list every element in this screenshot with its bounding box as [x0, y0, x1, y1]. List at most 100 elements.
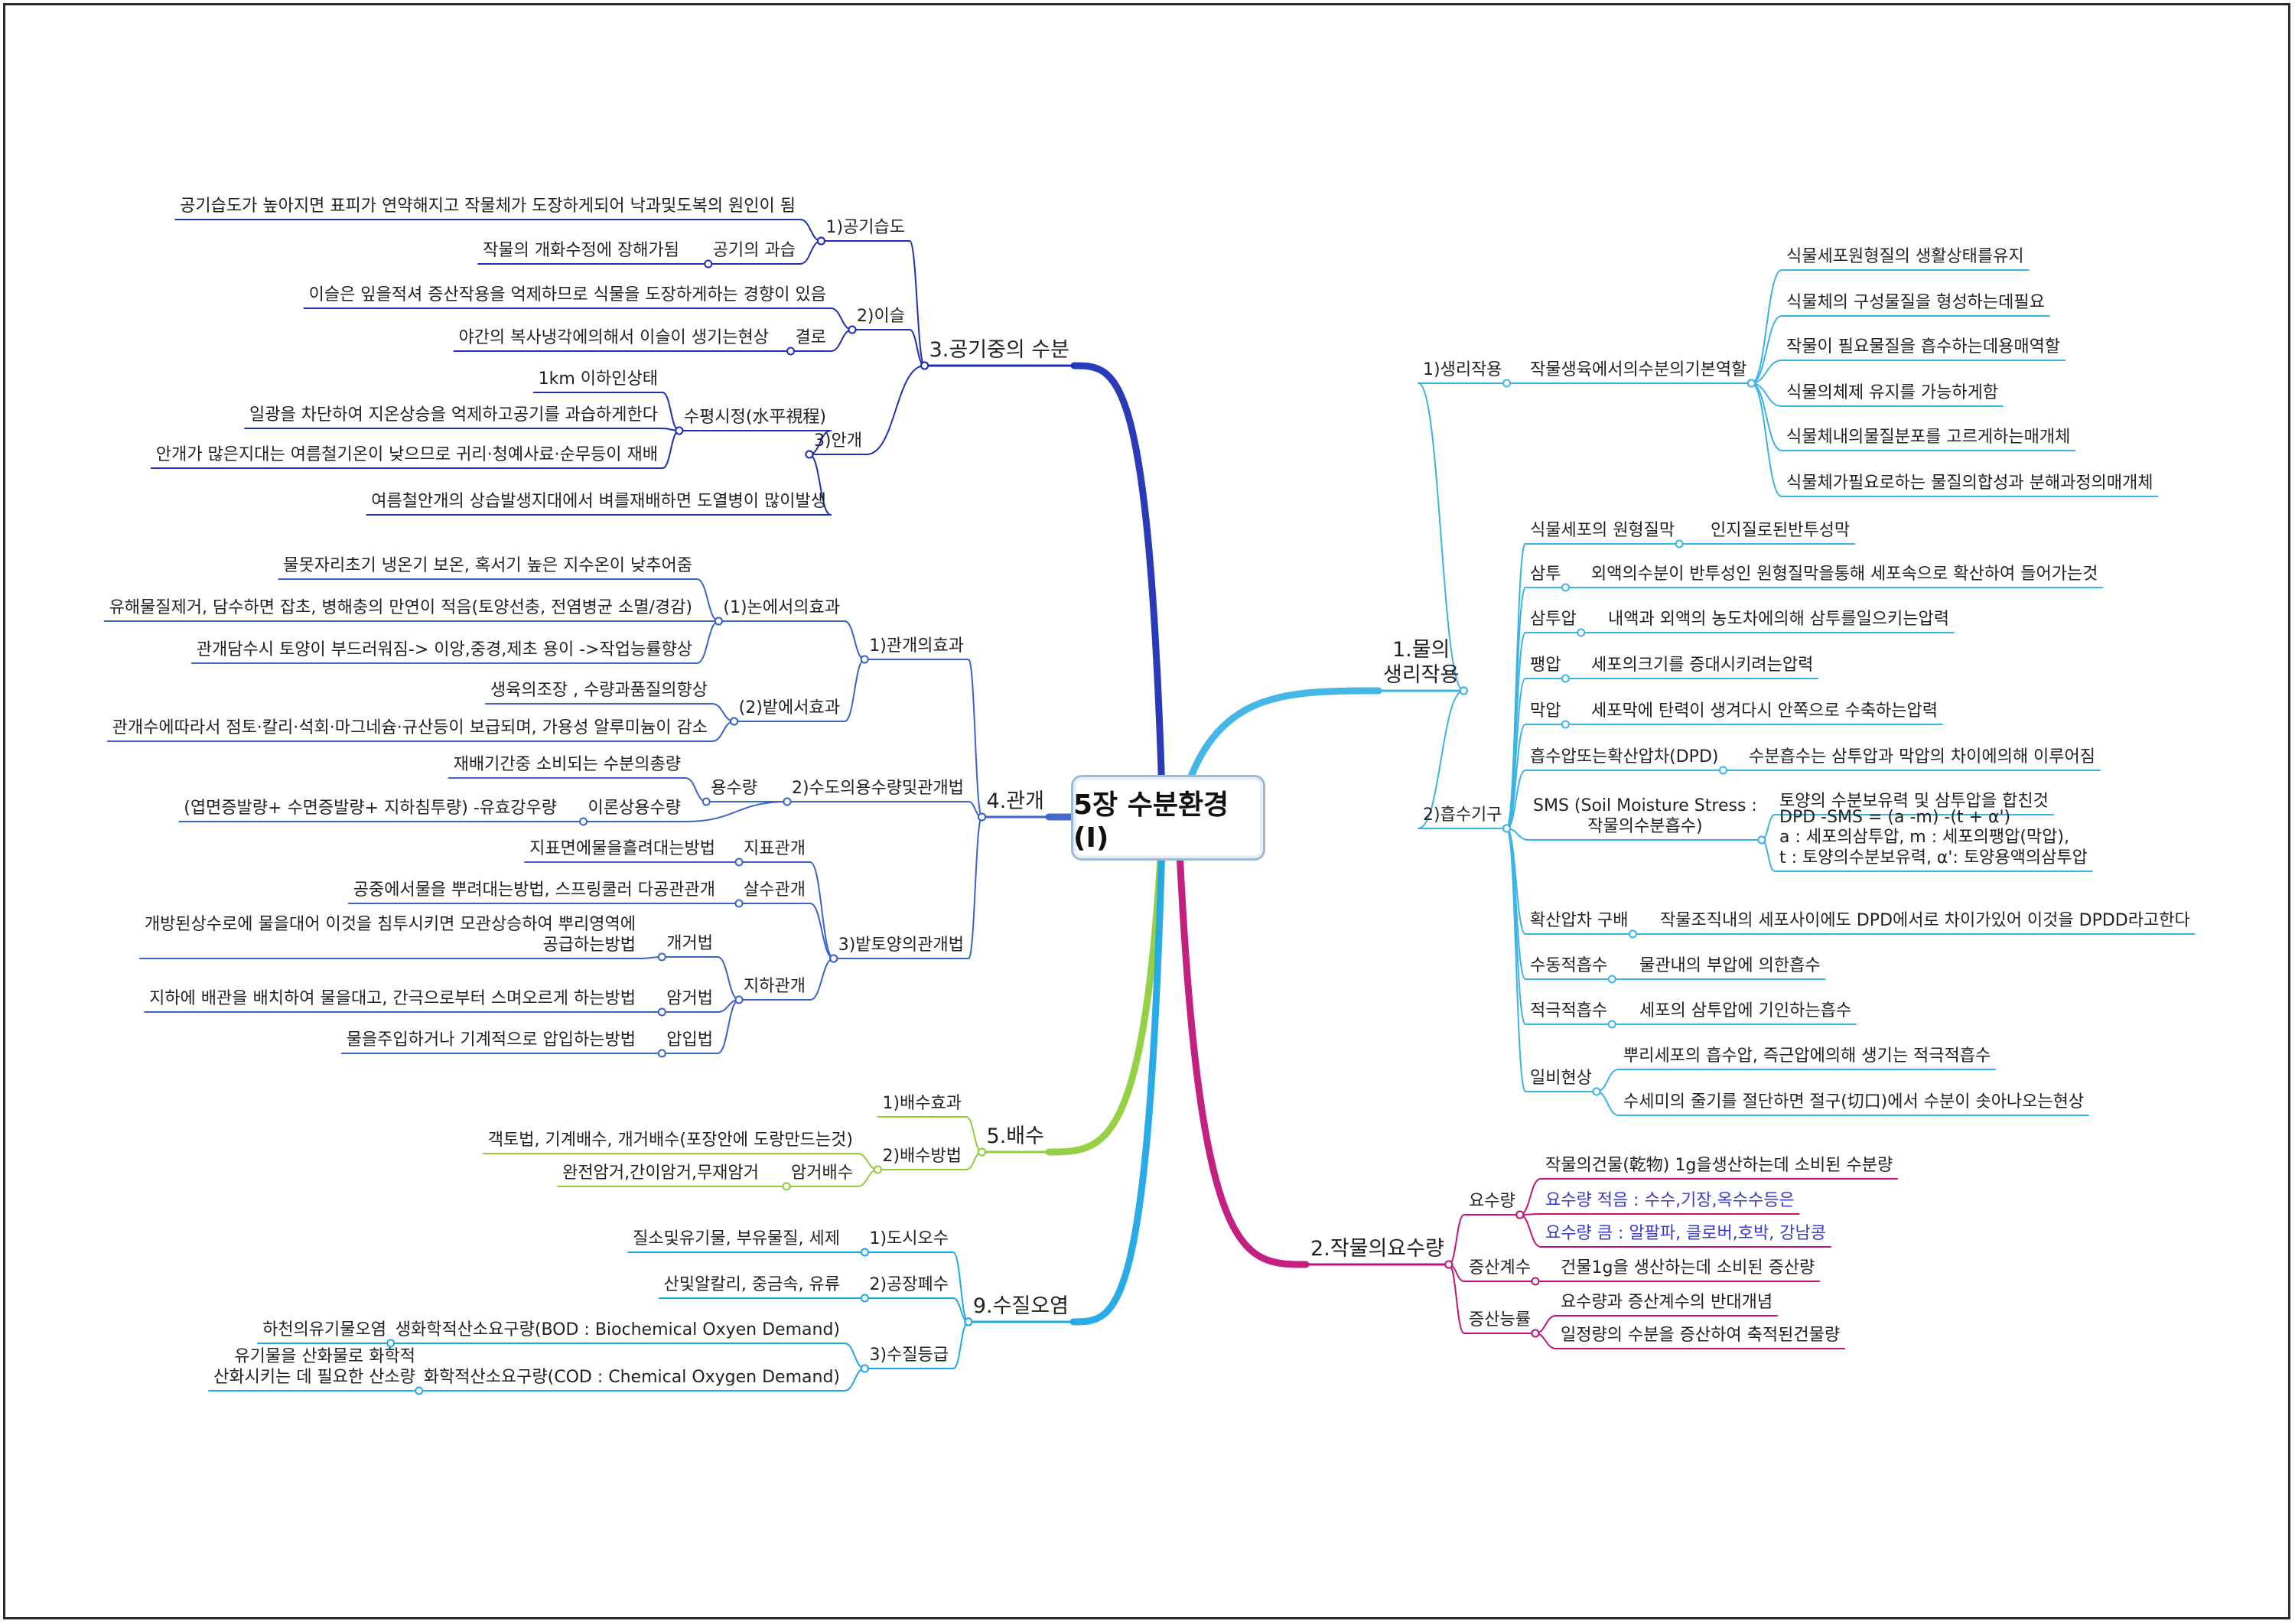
- topic-s4a-1b[interactable]: 유해물질제거, 담수하면 잡초, 병해충의 만연이 적음(토양선충, 전염병균 …: [109, 597, 692, 617]
- topic-s9c-1a[interactable]: 하천의유기물오염: [262, 1320, 386, 1339]
- topic-s1b-2a[interactable]: 외액의수분이 반투성인 원형질막을통해 세포속으로 확산하여 들어가는것: [1591, 564, 2098, 584]
- topic-s1b-10[interactable]: 적극적흡수: [1530, 1001, 1608, 1020]
- topic-s9c[interactable]: 3)수질등급: [869, 1345, 949, 1365]
- topic-s1b[interactable]: 2)흡수기구: [1423, 805, 1502, 825]
- topic-s1b-5[interactable]: 막압: [1530, 701, 1561, 721]
- topic-s1a-1f[interactable]: 식물체가필요로하는 물질의합성과 분해과정의매개체: [1786, 473, 2153, 493]
- topic-s4c-3a1[interactable]: 개방된상수로에 물을대어 이것을 침투시키면 모관상승하여 뿌리영역에 공급하는…: [144, 915, 636, 955]
- topic-s1a-1a[interactable]: 식물세포원형질의 생활상태를유지: [1786, 246, 2024, 266]
- topic-s9a[interactable]: 1)도시오수: [869, 1229, 949, 1248]
- topic-s4c-1[interactable]: 지표관개: [744, 838, 806, 858]
- topic-s1b-3[interactable]: 삼투압: [1530, 609, 1577, 629]
- topic-s1b-4[interactable]: 팽압: [1530, 655, 1561, 675]
- topic-s4c-3b1[interactable]: 지하에 배관을 배치하여 물을대고, 간극으로부터 스며오르게 하는방법: [149, 988, 636, 1008]
- topic-s1b-2[interactable]: 삼투: [1530, 564, 1561, 584]
- topic-s1a[interactable]: 1)생리작용: [1423, 360, 1502, 379]
- topic-s1b-4a[interactable]: 세포의크기를 증대시키려는압력: [1591, 655, 1814, 675]
- topic-s1b-5a[interactable]: 세포막에 탄력이 생겨다시 안쪽으로 수축하는압력: [1591, 701, 1939, 721]
- topic-s2c-1[interactable]: 요수량과 증산계수의 반대개념: [1561, 1292, 1773, 1312]
- topic-s1b-6[interactable]: 흡수압또는확산압차(DPD): [1530, 747, 1719, 766]
- topic-s3a[interactable]: 1)공기습도: [825, 217, 905, 237]
- topic-s3b-2a[interactable]: 야간의 복사냉각에의해서 이슬이 생기는현상: [458, 327, 769, 347]
- central-topic[interactable]: 5장 수분환경(I): [1071, 775, 1265, 861]
- topic-s4b[interactable]: 2)수도의용수량및관개법: [792, 778, 964, 798]
- topic-s1b-8a[interactable]: 작물조직내의 세포사이에도 DPD에서로 차이가있어 이것을 DPDD라고한다: [1660, 910, 2190, 930]
- topic-s1b-10a[interactable]: 세포의 삼투압에 기인하는흡수: [1639, 1001, 1852, 1020]
- topic-s2a-2[interactable]: 요수량 적음 : 수수,기장,옥수수등은: [1545, 1190, 1795, 1210]
- topic-s1a-1c[interactable]: 작물이 필요물질을 흡수하는데용매역할: [1786, 337, 2061, 356]
- topic-s1a-1d[interactable]: 식물의체제 유지를 가능하게함: [1786, 382, 1999, 402]
- topic-s5b-2a[interactable]: 완전암거,간이암거,무재암거: [562, 1163, 759, 1183]
- topic-s4c-2a[interactable]: 공중에서물을 뿌려대는방법, 스프링쿨러 다공관관개: [353, 880, 715, 900]
- topic-s3b-1[interactable]: 이슬은 잎을적셔 증산작용을 억제하므로 식물을 도장하게하는 경향이 있음: [308, 285, 826, 304]
- topic-s5b-2[interactable]: 암거배수: [791, 1163, 853, 1183]
- topic-s4a-1[interactable]: (1)논에서의효과: [723, 597, 840, 617]
- topic-s3c-1a[interactable]: 1km 이하인상태: [538, 369, 658, 389]
- topic-s3b[interactable]: 2)이슬: [856, 306, 905, 326]
- topic-s2b[interactable]: 증산계수: [1469, 1258, 1531, 1277]
- topic-s1b-11[interactable]: 일비현상: [1530, 1068, 1592, 1088]
- topic-s3c[interactable]: 3)안개: [813, 431, 862, 451]
- topic-s3a-2[interactable]: 공기의 과습: [712, 240, 796, 260]
- topic-s3c-2[interactable]: 일광을 차단하여 지온상승을 억제하고공기를 과습하게한다: [249, 405, 658, 425]
- topic-s1b-7b[interactable]: DPD -SMS = (a -m) -(t + α') a : 세포의삼투압, …: [1779, 807, 2088, 867]
- topic-s4c-3c[interactable]: 압입법: [666, 1030, 713, 1050]
- topic-s1b-9[interactable]: 수동적흡수: [1530, 955, 1608, 975]
- topic-s1b-11b[interactable]: 수세미의 줄기를 절단하면 절구(切口)에서 수분이 솟아나오는현상: [1623, 1092, 2085, 1111]
- topic-s4c-3c1[interactable]: 물을주입하거나 기계적으로 압입하는방법: [346, 1030, 636, 1050]
- topic-s1b-8[interactable]: 확산압차 구배: [1530, 910, 1629, 930]
- topic-s3a-1[interactable]: 공기습도가 높아지면 표피가 연약해지고 작물체가 도장하게되어 낙과및도복의 …: [180, 196, 796, 216]
- topic-s3c-4[interactable]: 여름철안개의 상습발생지대에서 벼를재배하면 도열병이 많이발생: [371, 491, 826, 511]
- topic-s2a-3[interactable]: 요수량 큼 : 알팔파, 클로버,호박, 강남콩: [1545, 1223, 1826, 1243]
- topic-s3[interactable]: 3.공기중의 수분: [929, 337, 1069, 362]
- topic-s9b[interactable]: 2)공장폐수: [869, 1274, 949, 1294]
- topic-s4a-1a[interactable]: 물못자리초기 냉온기 보온, 혹서기 높은 지수온이 낮추어줌: [283, 555, 692, 575]
- topic-s1a-1b[interactable]: 식물체의 구성물질을 형성하는데필요: [1786, 292, 2045, 312]
- topic-s4b-2[interactable]: 이론상용수량: [588, 798, 681, 818]
- topic-s9[interactable]: 9.수질오염: [972, 1294, 1069, 1318]
- topic-s3c-3[interactable]: 안개가 많은지대는 여름철기온이 낮으므로 귀리·청예사료·순무등이 재배: [155, 444, 658, 464]
- topic-s2a-1[interactable]: 작물의건물(乾物) 1g을생산하는데 소비된 수분량: [1545, 1155, 1893, 1175]
- topic-s9b-1[interactable]: 산및알칼리, 중금속, 유류: [663, 1274, 840, 1294]
- topic-s4c[interactable]: 3)밭토양의관개법: [838, 935, 964, 955]
- topic-s9c-1[interactable]: 생화학적산소요구량(BOD : Biochemical Oxyen Demand…: [395, 1320, 840, 1339]
- topic-s5b[interactable]: 2)배수방법: [882, 1146, 962, 1166]
- topic-s4a-2[interactable]: (2)밭에서효과: [738, 698, 840, 718]
- topic-s3c-1[interactable]: 수평시정(水平視程): [683, 407, 826, 427]
- topic-s3a-2a[interactable]: 작물의 개화수정에 장해가됨: [483, 240, 679, 260]
- topic-s2c-2[interactable]: 일정량의 수분을 증산하여 축적된건물량: [1561, 1325, 1841, 1345]
- topic-s4c-3[interactable]: 지하관개: [744, 976, 806, 996]
- topic-s4[interactable]: 4.관개: [986, 789, 1044, 813]
- topic-s2[interactable]: 2.작물의요수량: [1310, 1236, 1444, 1261]
- topic-s4b-1[interactable]: 용수량: [711, 778, 757, 798]
- topic-s5[interactable]: 5.배수: [986, 1124, 1044, 1148]
- topic-s1[interactable]: 1.물의 생리작용: [1383, 638, 1460, 687]
- topic-s1b-3a[interactable]: 내액과 외액의 농도차에의해 삼투를일으키는압력: [1608, 609, 1950, 629]
- topic-s1b-7[interactable]: SMS (Soil Moisture Stress : 작물의수분흡수): [1533, 796, 1757, 836]
- topic-s1b-1[interactable]: 식물세포의 원형질막: [1530, 520, 1675, 540]
- topic-s1b-1a[interactable]: 인지질로된반투성막: [1711, 520, 1851, 540]
- topic-s1a-1e[interactable]: 식물체내의물질분포를 고르게하는매개체: [1786, 427, 2071, 447]
- topic-s9c-2a[interactable]: 유기물을 산화물로 화학적 산화시키는 데 필요한 산소량: [213, 1347, 415, 1387]
- topic-s5a[interactable]: 1)배수효과: [882, 1093, 962, 1113]
- topic-s5b-1[interactable]: 객토법, 기계배수, 개거배수(포장안에 도랑만드는것): [487, 1130, 853, 1150]
- topic-s4a-2a[interactable]: 생육의조장 , 수량과품질의향상: [490, 680, 708, 700]
- topic-s2a[interactable]: 요수량: [1469, 1191, 1515, 1211]
- topic-s9a-1[interactable]: 질소및유기물, 부유물질, 세제: [633, 1229, 840, 1248]
- topic-s4c-1a[interactable]: 지표면에물을흘려대는방법: [529, 838, 715, 858]
- topic-s1b-6a[interactable]: 수분흡수는 삼투압과 막압의 차이에의해 이루어짐: [1749, 747, 2096, 766]
- topic-s4b-2a[interactable]: (엽면증발량+ 수면증발량+ 지하침투량) -유효강우량: [184, 798, 557, 818]
- topic-s1b-9a[interactable]: 물관내의 부압에 의한흡수: [1639, 955, 1821, 975]
- topic-s3b-2[interactable]: 결로: [795, 327, 826, 347]
- topic-s4a-1c[interactable]: 관개담수시 토양이 부드러워짐-> 이앙,중경,제초 용이 ->작업능률향상: [196, 640, 692, 659]
- topic-s4c-3a[interactable]: 개거법: [666, 933, 713, 953]
- topic-s2c[interactable]: 증산능률: [1469, 1310, 1531, 1329]
- topic-s4a-2b[interactable]: 관개수에따라서 점토·칼리·석회·마그네슘·규산등이 보급되며, 가용성 알루미…: [112, 718, 708, 737]
- topic-s2b-1[interactable]: 건물1g을 생산하는데 소비된 증산량: [1561, 1258, 1815, 1277]
- topic-s9c-2[interactable]: 화학적산소요구량(COD : Chemical Oxygen Demand): [423, 1367, 840, 1387]
- topic-s1b-11a[interactable]: 뿌리세포의 흡수압, 즉근압에의해 생기는 적극적흡수: [1623, 1046, 1991, 1066]
- topic-s4a[interactable]: 1)관개의효과: [869, 636, 964, 656]
- topic-s1a-1[interactable]: 작물생육에서의수분의기본역할: [1530, 360, 1747, 379]
- topic-s4c-2[interactable]: 살수관개: [744, 880, 806, 900]
- topic-s4b-1a[interactable]: 재배기간중 소비되는 수분의총량: [453, 754, 681, 774]
